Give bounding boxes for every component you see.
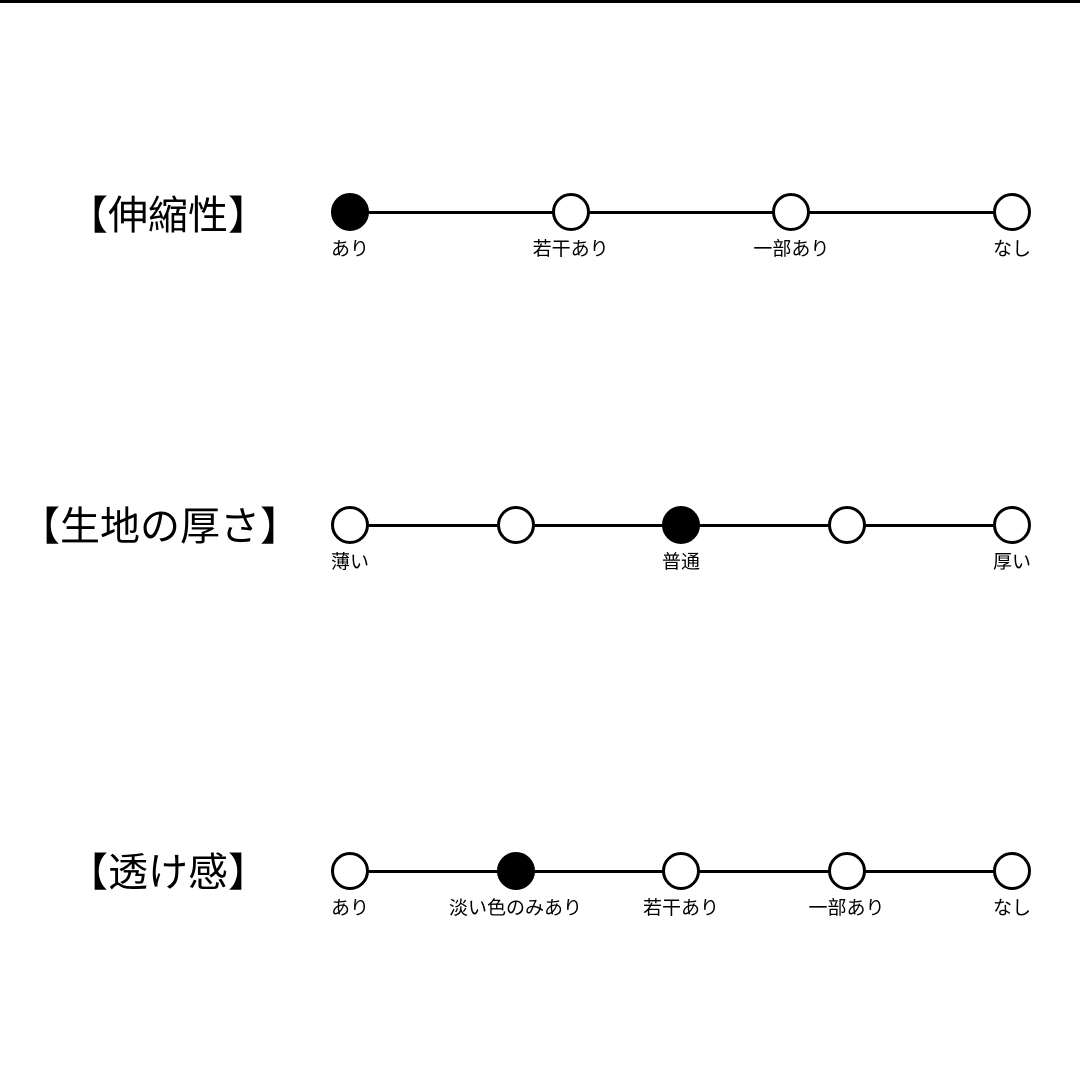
scale-label: 一部あり	[808, 897, 885, 919]
scale-dot	[772, 193, 811, 231]
scale-dot	[496, 506, 535, 544]
scale-label: 淡い色のみあり	[448, 897, 583, 919]
scale-dot	[993, 506, 1031, 544]
scale-stretch: 【伸縮性】 あり 若干あり 一部あり なし	[0, 170, 1080, 280]
scale-dot-selected	[331, 193, 369, 231]
scale-title: 【伸縮性】	[68, 193, 268, 239]
scale-label: 普通	[661, 551, 701, 573]
scale-dot-selected	[496, 852, 535, 890]
scale-label: あり	[330, 897, 370, 919]
scale-dot	[993, 852, 1031, 890]
scale-title: 【生地の厚さ】	[20, 504, 300, 550]
scale-dot	[551, 193, 590, 231]
scale-title: 【透け感】	[68, 850, 268, 896]
scale-sheerness: 【透け感】 あり 淡い色のみあり 若干あり 一部あり なし	[0, 829, 1080, 939]
scale-dot	[662, 852, 700, 890]
scale-label: 一部あり	[753, 238, 830, 260]
scale-label: なし	[992, 897, 1032, 919]
scale-label: 若干あり	[532, 238, 609, 260]
top-divider	[0, 0, 1080, 3]
scale-track	[350, 211, 1012, 214]
scale-label: 若干あり	[642, 897, 720, 919]
scale-label: 薄い	[330, 551, 370, 573]
scale-label: あり	[330, 238, 370, 260]
scale-label: なし	[992, 238, 1032, 260]
scale-dot	[827, 506, 866, 544]
scale-dot	[993, 193, 1031, 231]
scale-dot-selected	[662, 506, 700, 544]
scale-dot	[827, 852, 866, 890]
scale-label: 厚い	[992, 551, 1032, 573]
scale-dot	[331, 506, 369, 544]
scale-thickness: 【生地の厚さ】 薄い 普通 厚い	[0, 483, 1080, 593]
scale-dot	[331, 852, 369, 890]
